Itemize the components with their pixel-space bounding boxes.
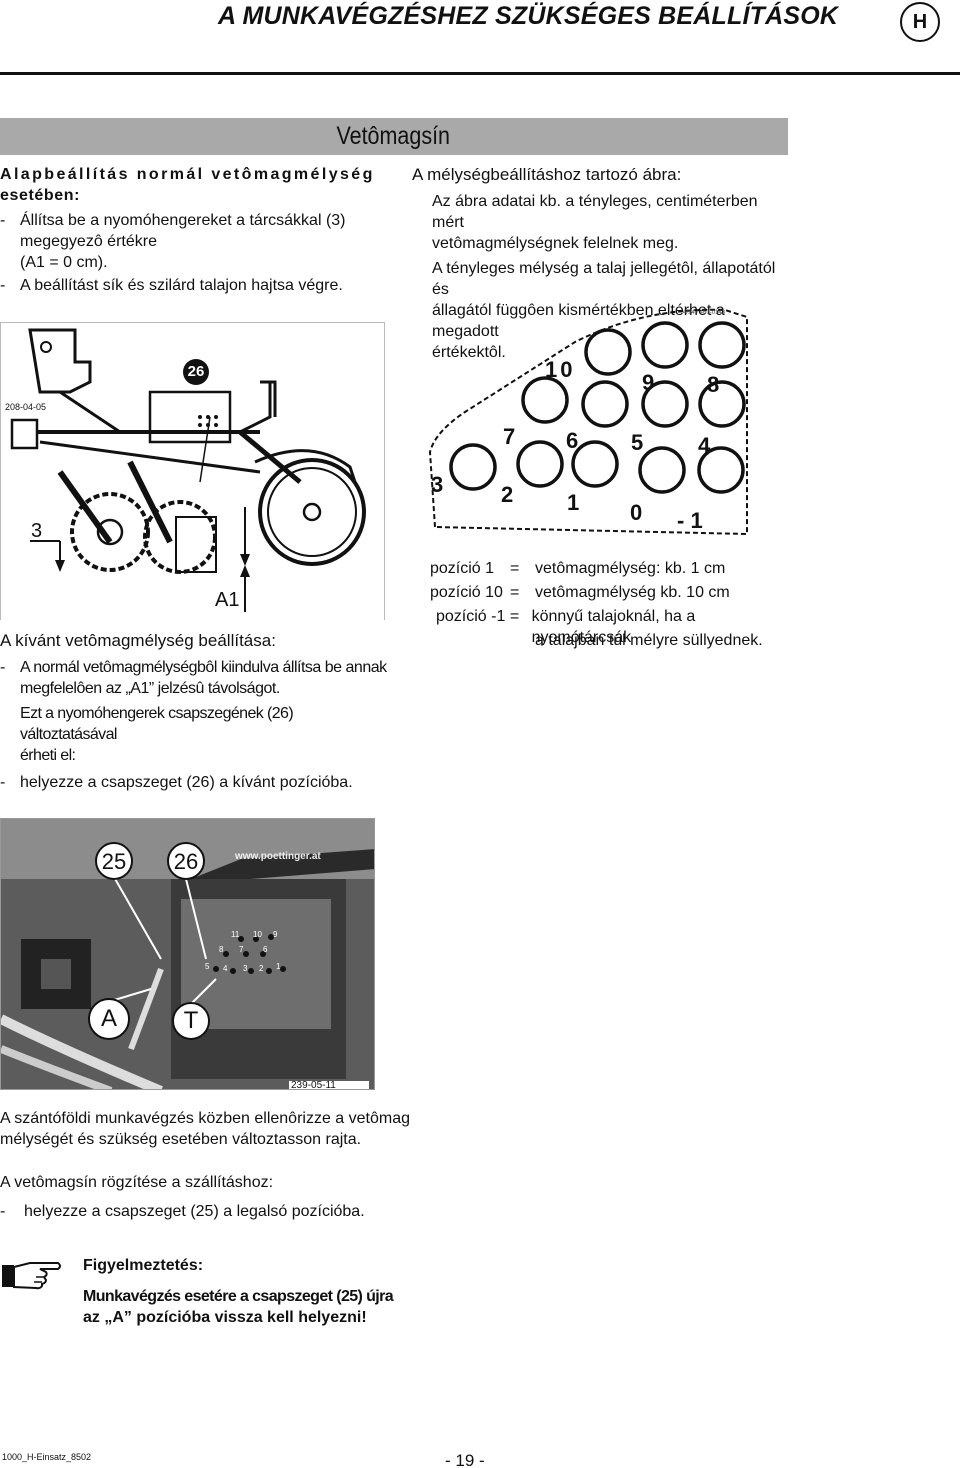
paragraph-line: állagától függôen kismértékben eltérhet … [432, 302, 725, 340]
depth-figure-block: A mélységbeállításhoz tartozó ábra: Az á… [412, 164, 792, 363]
photo-hole-number: 11 [231, 930, 240, 939]
photo-hole-number: 8 [219, 945, 224, 954]
position-eq: = [510, 584, 520, 601]
seed-coulter-drawing: 208-04-05 26 3 A1 [0, 322, 385, 622]
list-item-text: Állítsa be a nyomóhengereket a tárcsákka… [20, 212, 346, 229]
position-name: pozíció 1 [430, 560, 495, 577]
photo-hole-number: 1 [276, 962, 281, 971]
plate-number: 8 [707, 372, 720, 397]
position-desc: vetômagmélység: kb. 1 cm [535, 560, 726, 577]
basic-setting-heading: Alapbeállítás normál vetômagmélység [0, 166, 375, 183]
position-row: pozíció 1 = vetômagmélység: kb. 1 cm [430, 558, 790, 582]
plate-number: 10 [545, 357, 576, 382]
bottom-text-block: A szántóföldi munkavégzés közben ellenôr… [0, 1108, 420, 1222]
photo-hole-number: 4 [223, 964, 228, 973]
basic-setting-heading-2: esetében: [0, 187, 81, 204]
plate-number: 2 [501, 482, 514, 507]
paragraph-line: A szántóföldi munkavégzés közben ellenôr… [0, 1110, 411, 1127]
header-divider [0, 72, 960, 75]
paragraph-line: Az ábra adatai kb. a tényleges, centimét… [432, 193, 758, 231]
list-item-text: helyezze a csapszeget (25) a legalsó poz… [24, 1203, 365, 1220]
paragraph-line: érheti el: [20, 747, 76, 764]
warning-title: Figyelmeztetés: [83, 1257, 204, 1274]
plate-number: 9 [642, 370, 655, 395]
desired-depth-block: A kívánt vetômagmélység beállítása: A no… [0, 630, 392, 793]
callout-26: 26 [187, 363, 205, 380]
list-item: A normál vetômagmélységbôl kiindulva áll… [0, 657, 392, 699]
section-title: Vetômagsín [336, 122, 450, 150]
position-row: pozíció -1 = könnyű talajoknál, ha a nyo… [430, 606, 790, 646]
plate-number: 5 [631, 430, 644, 455]
callout-3: 3 [31, 520, 43, 542]
paragraph-line: mélységét és szükség esetében változtass… [0, 1131, 362, 1148]
plate-number: 6 [566, 428, 579, 453]
callout-a1: A1 [215, 589, 240, 611]
position-eq: = [510, 560, 520, 577]
plate-small-text: 4/94 / 460-0143 [683, 310, 726, 316]
drawing-code: 208-04-05 [5, 402, 47, 412]
photo-hole-number: 5 [205, 962, 210, 971]
list-item-text: helyezze a csapszeget (26) a kívánt pozí… [20, 774, 353, 791]
photo-hole-number: 2 [259, 964, 264, 973]
position-row: pozíció 10 = vetômagmélység kb. 10 cm [430, 582, 790, 606]
list-item: Állítsa be a nyomóhengereket a tárcsákka… [0, 210, 385, 273]
list-item-text: A normál vetômagmélységbôl kiindulva áll… [20, 659, 387, 676]
plate-number: - 1 [677, 508, 703, 533]
photo-hole-number: 10 [253, 930, 262, 939]
position-name: pozíció -1 = [436, 608, 520, 625]
photo-hole-number: 7 [239, 945, 244, 954]
plate-number: 4 [698, 433, 711, 458]
paragraph: Ezt a nyomóhengerek csapszegének (26) vá… [20, 703, 392, 766]
photo-hole-number: 9 [273, 930, 278, 939]
paragraph-line: A vetômagsín rögzítése a szállításhoz: [0, 1174, 274, 1191]
position-list: pozíció 1 = vetômagmélység: kb. 1 cm poz… [430, 558, 790, 654]
section-bar [0, 118, 788, 155]
page-number: - 19 - [445, 1451, 485, 1468]
callout-a: A [100, 1005, 117, 1032]
warning-text: Munkavégzés esetére a csapszeget (25) új… [83, 1288, 394, 1305]
photo-hole-number: 3 [243, 964, 248, 973]
basic-setting-block: Alapbeállítás normál vetômagmélység eset… [0, 164, 385, 296]
list-item-text: A beállítást sík és szilárd talajon hajt… [20, 277, 343, 294]
depth-figure-heading: A mélységbeállításhoz tartozó ábra: [412, 165, 682, 184]
paragraph-line: vetômagmélységnek felelnek meg. [432, 235, 679, 252]
position-desc: könnyű talajoknál, ha a nyomótárcsák [531, 608, 696, 646]
callout-t: T [183, 1007, 199, 1034]
position-row: a talajban túl mélyre süllyednek. [430, 630, 790, 654]
callout-25: 25 [101, 849, 127, 874]
plate-number: 7 [503, 424, 516, 449]
position-desc: a talajban túl mélyre süllyednek. [535, 632, 763, 649]
list-item-text: (A1 = 0 cm). [20, 254, 108, 271]
photo-code: 239-05-11 [291, 1080, 336, 1090]
list-item-text: megfelelôen az „A1” jelzésû távolságot. [20, 680, 280, 697]
list-item: A beállítást sík és szilárd talajon hajt… [0, 275, 385, 296]
photo-hole-number: 6 [263, 945, 268, 954]
position-name: pozíció 10 [430, 584, 503, 601]
pointing-hand-icon [0, 1255, 62, 1291]
paragraph-line: Ezt a nyomóhengerek csapszegének (26) vá… [20, 705, 294, 743]
plate-number: 1 [567, 490, 580, 515]
photo-url-text: www.poettinger.at [235, 851, 321, 862]
page-title: A MUNKAVÉGZÉSHEZ SZÜKSÉGES BEÁLLÍTÁSOK [218, 2, 839, 30]
desired-depth-heading: A kívánt vetômagmélység beállítása: [0, 631, 276, 650]
language-badge: H [900, 2, 940, 42]
position-desc: vetômagmélység kb. 10 cm [535, 584, 730, 601]
list-item-text: megegyezô értékre [20, 233, 157, 250]
callout-26: 26 [173, 849, 199, 874]
list-item: helyezze a csapszeget (25) a legalsó poz… [0, 1201, 420, 1222]
warning-block: Figyelmeztetés: Munkavégzés esetére a cs… [83, 1255, 403, 1328]
list-item: helyezze a csapszeget (26) a kívánt pozí… [0, 772, 392, 793]
paragraph-line: A tényleges mélység a talaj jellegétôl, … [432, 260, 776, 298]
paragraph-line: értékektôl. [432, 344, 506, 361]
document-code: 1000_H-Einsatz_8502 [2, 1452, 92, 1462]
plate-number: 0 [630, 500, 643, 525]
plate-number: 3 [431, 472, 444, 497]
depth-position-plate: 4/94 / 460-0143 10 9 8 7 6 5 4 3 2 1 0 -… [425, 302, 755, 537]
seed-coulter-photo: 25 26 A T www.poettinger.at 239-05-11 11… [0, 818, 375, 1090]
warning-text: az „A” pozícióba vissza kell helyezni! [83, 1309, 367, 1326]
